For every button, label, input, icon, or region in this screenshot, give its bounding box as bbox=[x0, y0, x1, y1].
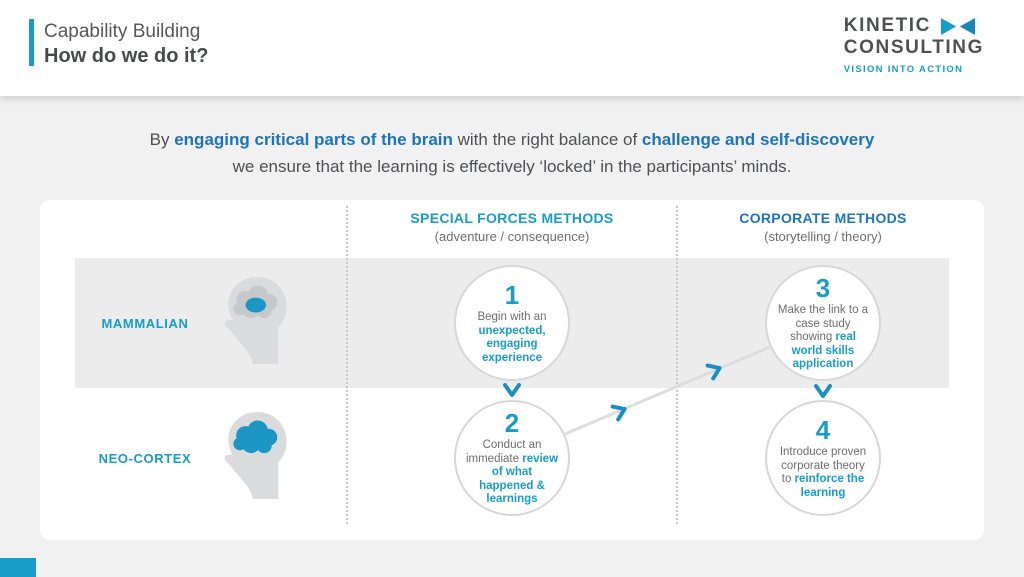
step-number: 1 bbox=[504, 280, 520, 310]
step-circle-2: 2 Conduct an immediate review of what ha… bbox=[454, 400, 570, 516]
row-label-neocortex: NEO-CORTEX bbox=[98, 451, 192, 466]
step-number: 3 bbox=[815, 273, 831, 304]
step-text-pre: Begin with an bbox=[477, 311, 547, 323]
step-circle-1: 1 Begin with an unexpected, engaging exp… bbox=[454, 265, 570, 381]
column-title: CORPORATE METHODS bbox=[739, 210, 907, 226]
company-logo: KINETIC CONSULTING VISION INTO ACTION bbox=[844, 15, 984, 75]
step-circle-3: 3 Make the link to a case study showing … bbox=[765, 265, 881, 381]
header-bar: Capability Building How do we do it? KIN… bbox=[0, 0, 1024, 96]
methods-diagram-card: SPECIAL FORCES METHODS (adventure / cons… bbox=[40, 200, 984, 540]
step-number: 2 bbox=[504, 408, 520, 439]
bowtie-icon bbox=[940, 17, 976, 35]
step-circle-4: 4 Introduce proven corporate theory to r… bbox=[765, 400, 881, 516]
slide-kicker: Capability Building bbox=[44, 21, 201, 42]
intro-line-2: we ensure that the learning is effective… bbox=[232, 157, 792, 176]
column-subtitle: (storytelling / theory) bbox=[764, 229, 882, 244]
mammalian-brain-icon bbox=[224, 277, 287, 364]
logo-tagline: VISION INTO ACTION bbox=[843, 64, 964, 75]
step-number: 4 bbox=[815, 415, 831, 445]
row-label-mammalian: MAMMALIAN bbox=[101, 316, 189, 331]
column-divider-right bbox=[676, 206, 678, 524]
step-text: Make the link to a case study showing re… bbox=[767, 304, 879, 372]
step-text-highlight: unexpected, engaging experience bbox=[478, 324, 546, 364]
step-text: Begin with an unexpected, engaging exper… bbox=[456, 311, 568, 365]
intro-line-1: By engaging critical parts of the brain … bbox=[0, 126, 1024, 153]
intro-seg-1: By bbox=[149, 130, 175, 149]
slide-title: How do we do it? bbox=[44, 45, 209, 67]
logo-text-kinetic: KINETIC bbox=[843, 15, 931, 36]
logo-text-consulting: CONSULTING bbox=[843, 37, 984, 58]
step-text-pre: Introduce proven corporate theory to bbox=[779, 446, 867, 485]
logo-top-row: KINETIC bbox=[844, 15, 984, 37]
column-subtitle: (adventure / consequence) bbox=[434, 229, 590, 244]
step-text: Introduce proven corporate theory to rei… bbox=[767, 446, 879, 500]
neocortex-brain-icon bbox=[224, 412, 287, 499]
step-text-highlight: review of what happened & learnings bbox=[479, 452, 559, 506]
step-text-pre: Make the link to a case study showing bbox=[777, 304, 869, 344]
step-text-pre: Conduct an immediate bbox=[465, 439, 542, 465]
step-text: Conduct an immediate review of what happ… bbox=[456, 439, 568, 507]
corner-accent bbox=[0, 558, 36, 577]
intro-bold-2: challenge and self-discovery bbox=[641, 130, 875, 149]
step-text-highlight: reinforce the learning bbox=[794, 473, 865, 499]
title-accent-bar bbox=[29, 19, 34, 66]
column-header-corporate: CORPORATE METHODS (storytelling / theory… bbox=[673, 210, 973, 244]
intro-bold-1: engaging critical parts of the brain bbox=[174, 130, 453, 149]
column-divider-left bbox=[346, 206, 348, 524]
column-header-special-forces: SPECIAL FORCES METHODS (adventure / cons… bbox=[362, 210, 662, 244]
intro-seg-2: with the right balance of bbox=[452, 130, 642, 149]
intro-text: By engaging critical parts of the brain … bbox=[0, 126, 1024, 180]
column-title: SPECIAL FORCES METHODS bbox=[410, 210, 614, 226]
step-text-highlight: real world skills application bbox=[791, 331, 856, 371]
arrow-diagonal-a bbox=[610, 404, 627, 422]
